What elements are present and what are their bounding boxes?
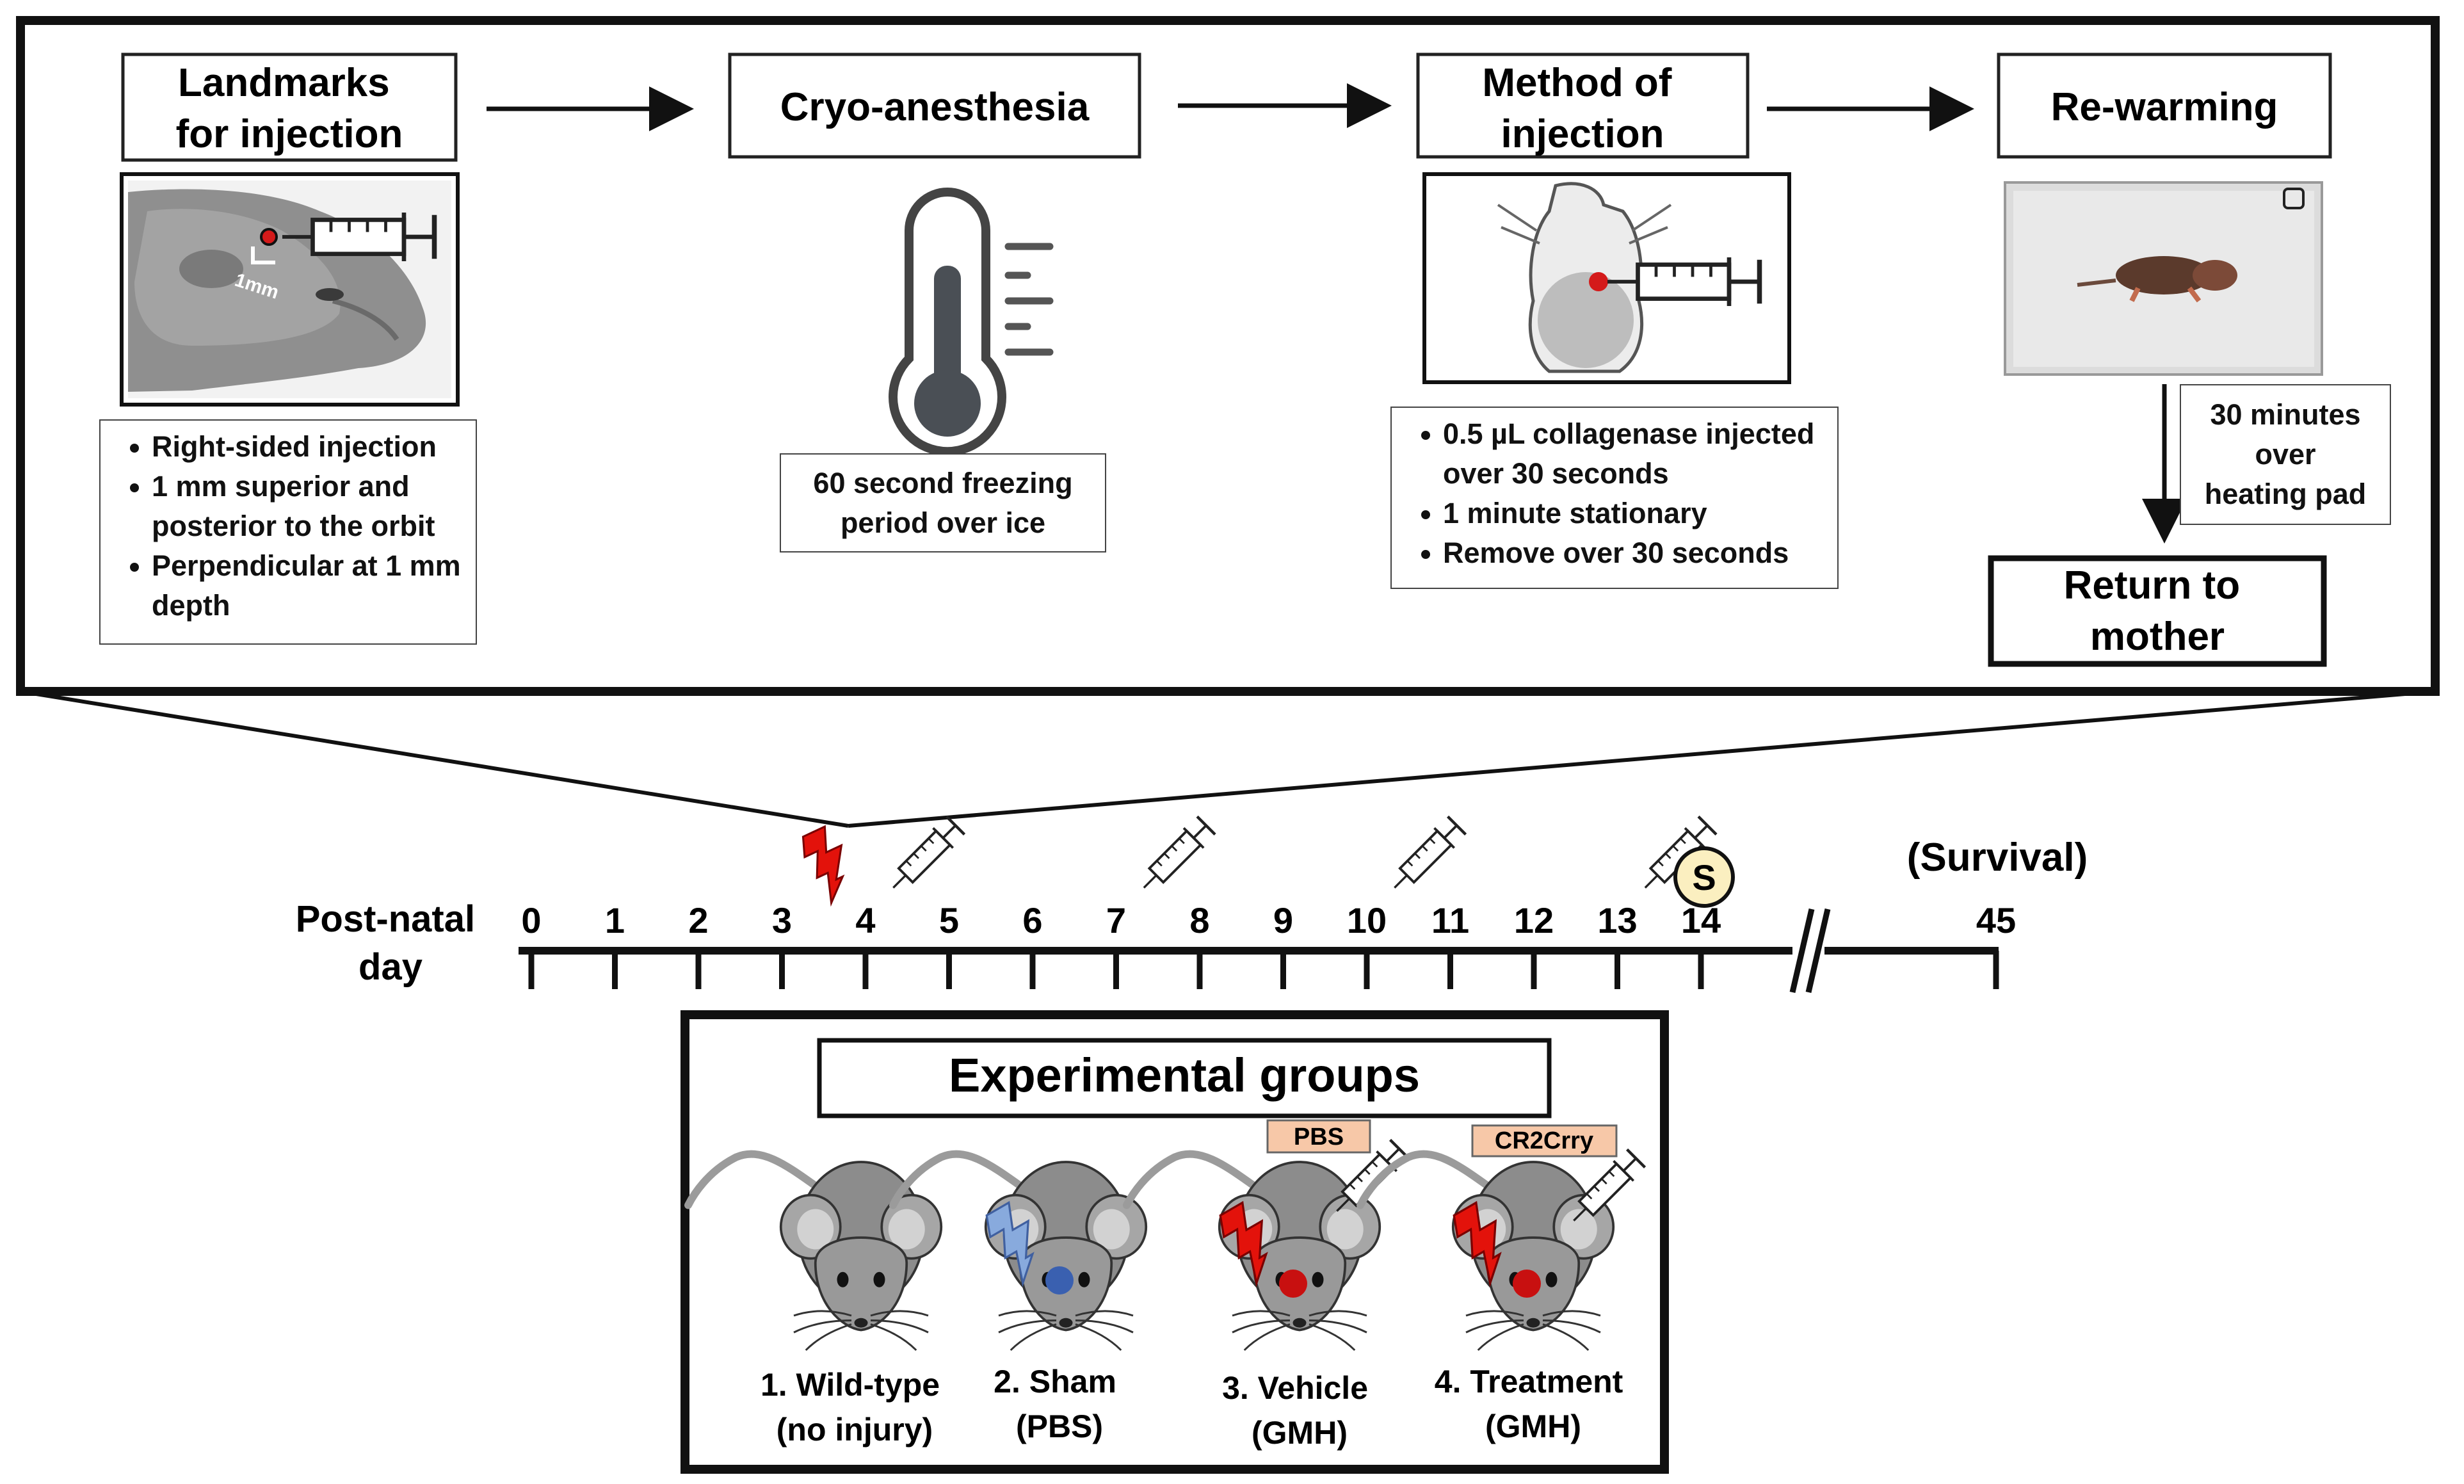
timeline-tick-label: 6 [1022,900,1042,940]
timeline-tick-label: 7 [1106,900,1126,940]
landmark-notes-list: Right-sided injection 1 mm superior and … [101,421,476,632]
sacrifice-badge [1673,846,1735,908]
timeline-tick-label: 45 [1976,900,2016,940]
timeline-tick-label: 2 [688,900,708,940]
injection-syringe-icon [1385,816,1467,898]
timeline-tick-label: 3 [772,900,792,940]
step-landmarks-label: Landmarks for injection [176,61,403,156]
step-cryo-box [728,52,1141,159]
group-1-label: 1. Wild-type (no injury) [761,1367,949,1448]
return-label: Return to mother [2064,563,2251,659]
timeline-tick-label: 4 [855,900,875,940]
group-3-tag [1266,1119,1371,1154]
rewarming-note-line: 30 minutes [2210,398,2361,431]
survival-label: (Survival) [1907,835,2088,880]
landmark-note-item: Perpendicular at 1 mm depth [152,546,463,625]
group-4-label: 4. Treatment (GMH) [1435,1364,1632,1444]
landmark-note-item: 1 mm superior and posterior to the orbit [152,467,463,546]
cryo-note-line: period over ice [840,506,1046,539]
cryo-note-line: 60 second freezing [813,466,1073,499]
timeline-axis [519,908,1999,994]
timeline-tick-label: 5 [939,900,959,940]
timeline-tick-label: 12 [1514,900,1554,940]
sacrifice-badge-label: S [1692,857,1716,898]
injection-syringe-icon [883,816,965,898]
injection-note-item: 1 minute stationary [1443,494,1824,533]
injury-bolt-icon [795,822,863,907]
step-rewarming-box [1997,52,2332,159]
group-3-label: 3. Vehicle (GMH) [1222,1370,1377,1451]
injection-topview-photo [1422,172,1791,384]
injection-notes-box: 0.5 µL collagenase injected over 30 seco… [1390,407,1839,589]
treatment-injection-site [1513,1270,1541,1298]
return-box [1988,555,2327,667]
group-4-tag-label: CR2Crry [1495,1127,1593,1154]
groups-title: Experimental groups [949,1049,1420,1102]
rewarming-note-line: over [2255,438,2316,471]
timeline-axis-label: Post-natal day [296,898,486,988]
timeline-tick-label: 11 [1431,900,1469,940]
step-landmarks-box [121,52,458,162]
group-3-tag-label: PBS [1294,1124,1344,1150]
group-4-tag [1471,1124,1618,1157]
injection-note-item: Remove over 30 seconds [1443,533,1824,573]
step-cryo-label: Cryo-anesthesia [780,85,1090,129]
cryo-note-box: 60 second freezing period over ice [780,453,1106,552]
landmark-note-item: Right-sided injection [152,427,463,467]
injection-notes-list: 0.5 µL collagenase injected over 30 seco… [1392,408,1837,579]
injection-note-item: 0.5 µL collagenase injected over 30 seco… [1443,414,1824,494]
step-rewarming-label: Re-warming [2051,85,2278,129]
group-2-label: 2. Sham (PBS) [994,1364,1125,1444]
timeline-tick-label: 0 [521,900,541,940]
landmark-notes-box: Right-sided injection 1 mm superior and … [99,419,477,645]
zoom-line-right [848,690,2436,828]
step-injection-box [1416,52,1750,159]
timeline-tick-label: 10 [1347,900,1387,940]
step-injection-label: Method of injection [1482,61,1682,156]
rewarming-note-line: heating pad [2204,478,2367,510]
pup-head-photo [120,172,460,407]
timeline-tick-label: 13 [1597,900,1637,940]
thermometer-icon [889,188,1054,456]
timeline-tick-label: 9 [1273,900,1293,940]
vehicle-injection-site [1279,1270,1307,1298]
sham-injection-site [1045,1266,1074,1294]
zoom-line-left [20,690,849,828]
groups-title-box [817,1038,1552,1118]
rewarming-note-box: 30 minutes over heating pad [2180,384,2391,525]
timeline-tick-label: 1 [605,900,625,940]
injection-syringe-icon [1134,816,1216,898]
rewarming-photo [2004,181,2323,376]
timeline-tick-label: 8 [1189,900,1209,940]
